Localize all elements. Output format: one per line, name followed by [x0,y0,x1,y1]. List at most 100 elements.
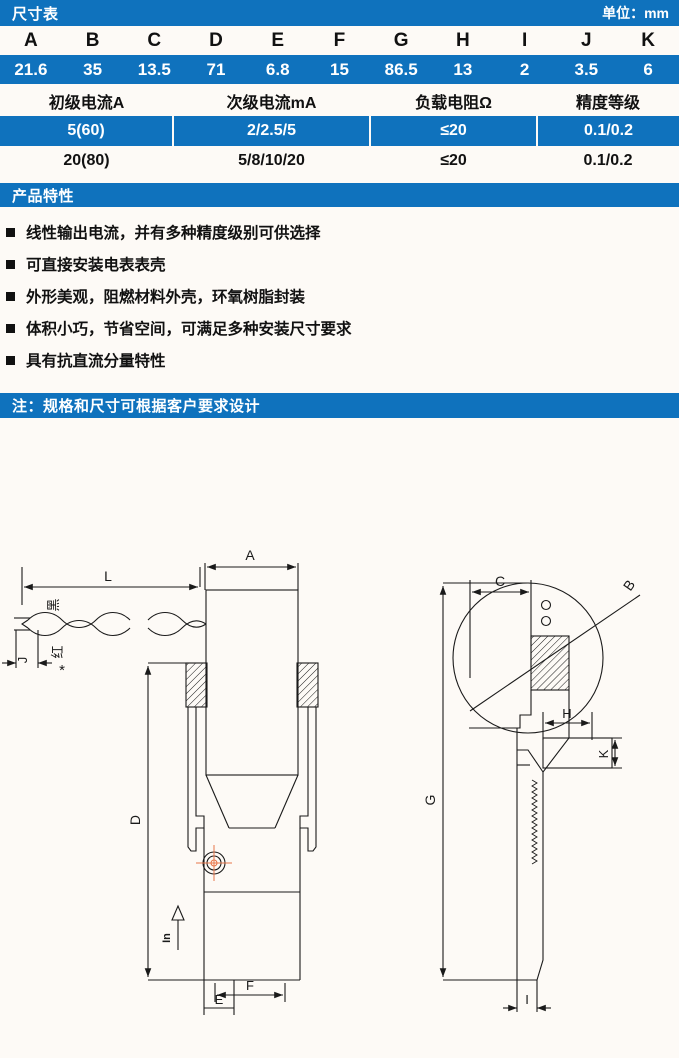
dimension-J [2,630,52,668]
dim-label-F: F [246,978,254,993]
dim-col-g: G [370,26,433,55]
right-taper [274,774,299,829]
dim-col-i: I [493,26,556,55]
features-header-bar: 产品特性 [0,183,679,207]
spec-header-primary-current: 初级电流A [0,86,173,116]
feature-text: 线性输出电流，并有多种精度级别可供选择 [26,225,321,242]
twisted-wire-left [21,611,131,637]
inner-step-profile [469,690,532,729]
current-direction-arrow [171,904,185,950]
dim-label-D: D [127,815,143,825]
spec-cell-load: ≤20 [370,116,538,146]
dim-col-c: C [123,26,186,55]
dim-val-b: 35 [61,55,124,84]
features-list: 线性输出电流，并有多种精度级别可供选择 可直接安装电表表壳 外形美观，阻燃材料外… [0,207,679,387]
knurled-edge [531,779,538,865]
mounting-hole [196,845,232,881]
dim-col-h: H [432,26,494,55]
feature-text: 可直接安装电表表壳 [26,257,166,274]
dimension-F [214,983,286,1002]
spec-header-secondary-current: 次级电流mA [173,86,370,116]
dimension-table: A B C D E F G H I J K 21.6 35 13.5 71 6.… [0,26,679,84]
dim-col-f: F [308,26,371,55]
dim-label-I: I [525,992,529,1007]
spec-header-load-resistance: 负载电阻Ω [370,86,537,116]
dim-col-e: E [246,26,309,55]
dimension-K [600,737,622,769]
dimension-table-title: 尺寸表 [12,5,59,23]
square-bullet-icon [6,323,15,333]
right-terminal-blade [299,707,317,852]
dim-val-f: 15 [308,55,371,84]
feature-text: 外形美观，阻燃材料外壳，环氧树脂封装 [26,289,306,306]
circular-body [452,582,604,734]
spec-cell-accuracy: 0.1/0.2 [537,146,679,176]
dim-val-c: 13.5 [123,55,186,84]
dim-val-d: 71 [185,55,247,84]
list-item: 线性输出电流，并有多种精度级别可供选择 [6,221,679,243]
front-view: L A [2,547,319,1015]
feature-text: 体积小巧，节省空间，可满足多种安装尺寸要求 [26,321,352,338]
square-bullet-icon [6,355,15,365]
dim-val-e: 6.8 [246,55,309,84]
dim-label-K: K [596,749,611,758]
spec-cell-accuracy: 0.1/0.2 [537,116,679,146]
dim-col-k: K [617,26,679,55]
dim-label-L: L [104,568,112,584]
spec-header-row: 初级电流A 次级电流mA 负载电阻Ω 精度等级 [0,86,679,116]
dim-val-j: 3.5 [555,55,618,84]
dim-label-B: B [620,577,638,594]
wire-label-red-asterisk: * [59,662,65,679]
technical-drawing-svg: L A [2,547,641,1015]
small-hole-upper [540,599,552,611]
features-title: 产品特性 [12,187,75,205]
bend-transition [517,749,544,773]
square-bullet-icon [6,227,15,237]
dim-label-A: A [245,547,255,563]
dimension-values-row: 21.6 35 13.5 71 6.8 15 86.5 13 2 3.5 6 [0,55,679,84]
left-hatched-tab [185,662,208,708]
wire-label-black: 黑 [46,598,61,611]
dim-label-H: H [562,706,571,721]
feature-text: 具有抗直流分量特性 [26,353,166,370]
small-hole-lower [540,615,552,627]
list-item: 体积小巧，节省空间，可满足多种安装尺寸要求 [6,317,679,339]
dimension-unit-label: 单位：mm [602,5,669,21]
dimension-C [469,580,532,678]
dim-col-j: J [555,26,618,55]
stem-right-profile [536,690,570,981]
dim-val-a: 21.6 [0,55,62,84]
dimension-letters-row: A B C D E F G H I J K [0,26,679,55]
dim-col-d: D [185,26,247,55]
dimension-table-header-bar: 尺寸表 单位：mm [0,0,679,26]
table-row: 20(80) 5/8/10/20 ≤20 0.1/0.2 [0,146,679,176]
dim-val-h: 13 [432,55,494,84]
dim-label-E: E [215,992,224,1007]
current-direction-label: In [161,933,173,943]
spec-cell-load: ≤20 [370,146,537,176]
dimension-L [21,567,201,605]
note-text: 注：规格和尺寸可根据客户要求设计 [12,398,261,415]
dimension-G [439,582,527,981]
left-taper [205,774,230,829]
right-hatched-tab [296,662,319,708]
side-view: B C [422,573,641,1012]
wire-label-red: 红 [50,645,65,658]
specification-table: 初级电流A 次级电流mA 负载电阻Ω 精度等级 5(60) 2/2.5/5 ≤2… [0,86,679,176]
technical-drawing: L A [0,420,679,1058]
spec-cell-secondary: 2/2.5/5 [173,116,371,146]
left-terminal-blade [187,707,205,852]
dimension-H [542,712,593,740]
dimension-D [144,662,205,981]
list-item: 具有抗直流分量特性 [6,349,679,371]
dim-label-J: J [15,657,30,664]
dim-col-b: B [61,26,124,55]
dim-val-k: 6 [617,55,679,84]
dim-val-g: 86.5 [370,55,433,84]
dim-label-G: G [422,795,438,806]
square-bullet-icon [6,259,15,269]
center-hatched-block [530,635,570,691]
dimension-I [503,980,551,1012]
spec-cell-secondary: 5/8/10/20 [173,146,370,176]
table-row: 5(60) 2/2.5/5 ≤20 0.1/0.2 [0,116,679,146]
